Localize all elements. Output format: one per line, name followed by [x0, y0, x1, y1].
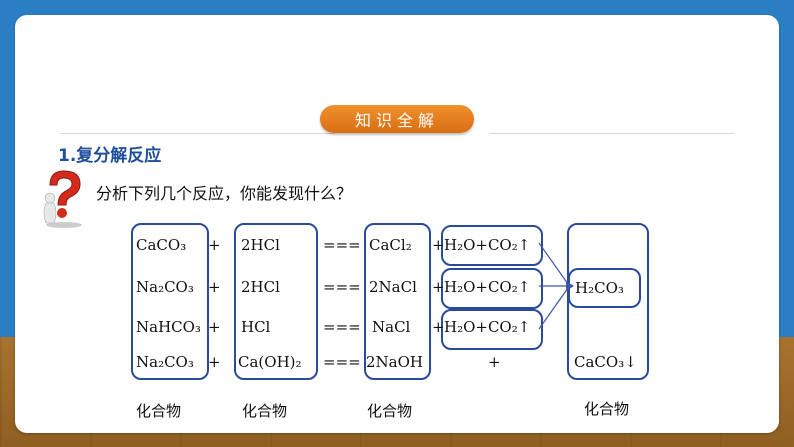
reactant2: HCl — [241, 318, 271, 336]
plus-sign: + — [208, 353, 221, 371]
product1: NaCl — [372, 318, 411, 336]
gas-product-box-1 — [441, 225, 543, 266]
plus-sign: + — [432, 236, 445, 254]
equals-sign: === — [323, 236, 361, 254]
compound-label: 化合物 — [136, 402, 182, 420]
section-title: 1.复分解反应 — [58, 146, 162, 166]
plus-sign: + — [208, 278, 221, 296]
plus-sign: + — [208, 236, 221, 254]
product1: CaCl₂ — [369, 236, 412, 254]
gas-product-box-3 — [441, 309, 543, 350]
gas-product-box-2 — [441, 268, 543, 309]
reactant1-box — [131, 223, 209, 380]
arrow-icon — [538, 242, 574, 330]
divider-left — [60, 133, 335, 134]
equals-sign: === — [323, 278, 361, 296]
section-banner: 知识全解 — [320, 105, 474, 133]
reactant2: 2HCl — [241, 278, 280, 296]
reactant1: Na₂CO₃ — [136, 278, 194, 296]
plus-sign: + — [488, 353, 501, 371]
product1-box — [364, 223, 431, 380]
product1: 2NaCl — [369, 278, 417, 296]
product1: 2NaOH — [366, 353, 423, 371]
question-mark-figure-icon — [43, 170, 82, 228]
compound-label: 化合物 — [584, 400, 630, 418]
carbonic-acid: H₂CO₃ — [575, 279, 624, 297]
product2: H₂O+CO₂↑ — [444, 236, 531, 254]
plus-sign: + — [432, 278, 445, 296]
product2: H₂O+CO₂↑ — [444, 278, 531, 296]
compound-label: 化合物 — [367, 402, 413, 420]
compound-label: 化合物 — [242, 402, 288, 420]
equals-sign: === — [323, 318, 361, 336]
reactant2: 2HCl — [241, 236, 280, 254]
plus-sign: + — [432, 318, 445, 336]
divider-right — [489, 133, 734, 134]
reactant1: NaHCO₃ — [136, 318, 201, 336]
reactant1: Na₂CO₃ — [136, 353, 194, 371]
calcium-carbonate: CaCO₃↓ — [574, 353, 637, 371]
reactant1: CaCO₃ — [136, 236, 187, 254]
reactant2: Ca(OH)₂ — [238, 353, 302, 371]
plus-sign: + — [208, 318, 221, 336]
question-text: 分析下列几个反应，你能发现什么？ — [96, 184, 353, 203]
reactant2-box — [234, 223, 318, 380]
product2: H₂O+CO₂↑ — [444, 318, 531, 336]
equals-sign: === — [323, 353, 361, 371]
